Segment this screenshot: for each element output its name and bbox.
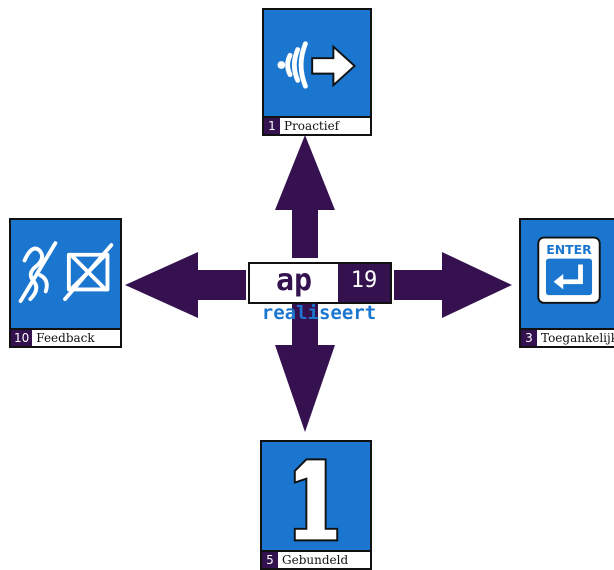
arrow-right bbox=[394, 252, 512, 318]
arrow-up bbox=[275, 135, 335, 258]
card-label: Gebundeld bbox=[282, 553, 349, 567]
card-label: Toegankelijk bbox=[541, 331, 614, 345]
arrow-left bbox=[125, 252, 246, 318]
card-feedback: 10 Feedback bbox=[9, 218, 122, 348]
crossed-feedback-icon bbox=[18, 241, 114, 303]
card-label: Proactief bbox=[284, 119, 340, 133]
svg-text:ENTER: ENTER bbox=[546, 242, 592, 257]
number-one-icon bbox=[293, 458, 339, 542]
card-number: 3 bbox=[521, 330, 537, 346]
card-label: Feedback bbox=[36, 331, 95, 345]
card-toegankelijk: ENTER 3 Toegankelijk bbox=[519, 218, 614, 348]
arrow-down bbox=[275, 303, 335, 432]
card-number: 5 bbox=[262, 552, 278, 568]
card-number: 1 bbox=[264, 118, 280, 134]
sound-waves-arrow-icon bbox=[277, 41, 357, 89]
logo-number: 19 bbox=[338, 264, 390, 302]
enter-key-icon: ENTER bbox=[537, 236, 601, 304]
tagline: realiseert bbox=[261, 302, 377, 324]
card-number: 10 bbox=[11, 330, 33, 346]
logo-text: ap bbox=[275, 263, 313, 298]
ap19-logo: ap 19 bbox=[248, 262, 392, 304]
card-proactief: 1 Proactief bbox=[262, 8, 372, 136]
card-gebundeld: 5 Gebundeld bbox=[260, 440, 372, 570]
